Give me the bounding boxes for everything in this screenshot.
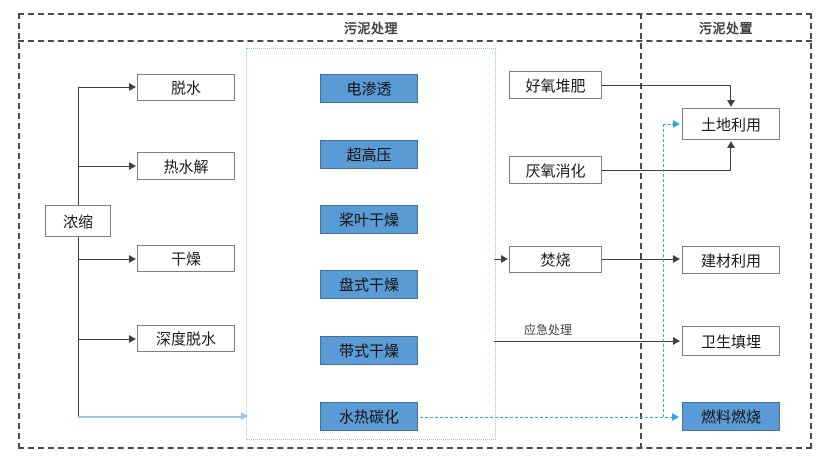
node-building-material-use[interactable]: 建材利用: [682, 246, 780, 274]
edge-label-emergency-treatment: 应急处理: [524, 323, 573, 337]
connector-into-incineration: [494, 259, 502, 260]
section-title-sludge-disposal: 污泥处置: [698, 21, 753, 36]
connector-to-drying: [78, 259, 130, 260]
arrowhead-into-incineration: [501, 255, 508, 263]
node-thermal-hydrolysis[interactable]: 热水解: [137, 152, 235, 180]
connector-thickening-to-hydrothermal: [78, 416, 242, 418]
node-incineration[interactable]: 焚烧: [509, 246, 602, 273]
arrowhead-thickening-to-hydrothermal: [241, 412, 248, 420]
node-paddle-drying[interactable]: 桨叶干燥: [320, 205, 418, 234]
arrowhead-hydrothermal-to-fuel: [672, 413, 679, 421]
connector-emergency-to-landfill: [494, 341, 674, 342]
section-title-sludge-treatment: 污泥处理: [343, 21, 398, 36]
node-disc-drying[interactable]: 盘式干燥: [320, 270, 418, 299]
arrowhead-to-drying: [129, 255, 136, 263]
connector-trunk-upper: [78, 87, 79, 205]
node-aerobic-composting[interactable]: 好氧堆肥: [509, 71, 602, 99]
connector-dashed-riser-to-land: [663, 124, 664, 417]
arrowhead-digestion-to-land: [727, 141, 735, 148]
connector-digestion-to-land-h: [602, 170, 731, 171]
arrowhead-dashed-into-land: [673, 120, 680, 128]
node-fuel-combustion[interactable]: 燃料燃烧: [682, 402, 780, 431]
arrowhead-to-dewatering: [129, 83, 136, 91]
node-anaerobic-digestion[interactable]: 厌氧消化: [509, 156, 602, 184]
arrowhead-to-thermal-hydrolysis: [129, 162, 136, 170]
node-deep-dewatering[interactable]: 深度脱水: [137, 325, 235, 352]
node-thickening[interactable]: 浓缩: [45, 205, 111, 237]
arrowhead-composting-to-land: [727, 100, 735, 107]
connector-trunk-lower: [78, 237, 79, 417]
outer-dashed-frame: [18, 13, 812, 449]
node-belt-drying[interactable]: 带式干燥: [320, 336, 418, 365]
connector-hydrothermal-to-fuel-dashed: [420, 417, 673, 418]
vertical-section-divider: [640, 13, 642, 449]
connector-dashed-into-land: [663, 124, 675, 125]
arrowhead-emergency-to-landfill: [673, 337, 680, 345]
node-hydrothermal-carbonization[interactable]: 水热碳化: [320, 402, 418, 431]
node-land-application[interactable]: 土地利用: [682, 108, 780, 140]
connector-to-thermal-hydrolysis: [78, 166, 130, 167]
connector-composting-to-land-v: [730, 85, 731, 101]
connector-digestion-to-land-v: [730, 148, 731, 171]
node-electro-osmosis[interactable]: 电渗透: [320, 74, 418, 103]
connector-incineration-to-building: [602, 259, 674, 260]
node-drying[interactable]: 干燥: [137, 245, 235, 272]
node-ultra-high-pressure[interactable]: 超高压: [320, 140, 418, 169]
header-divider-line: [18, 40, 812, 42]
arrowhead-incineration-to-building: [673, 255, 680, 263]
arrowhead-to-deep-dewatering: [129, 335, 136, 343]
technology-group-container: [246, 48, 496, 440]
node-dewatering[interactable]: 脱水: [137, 74, 235, 101]
connector-to-dewatering: [78, 87, 130, 88]
node-sanitary-landfill[interactable]: 卫生填埋: [682, 326, 780, 356]
connector-composting-to-land-h: [602, 85, 731, 86]
connector-to-deep-dewatering: [78, 339, 130, 340]
